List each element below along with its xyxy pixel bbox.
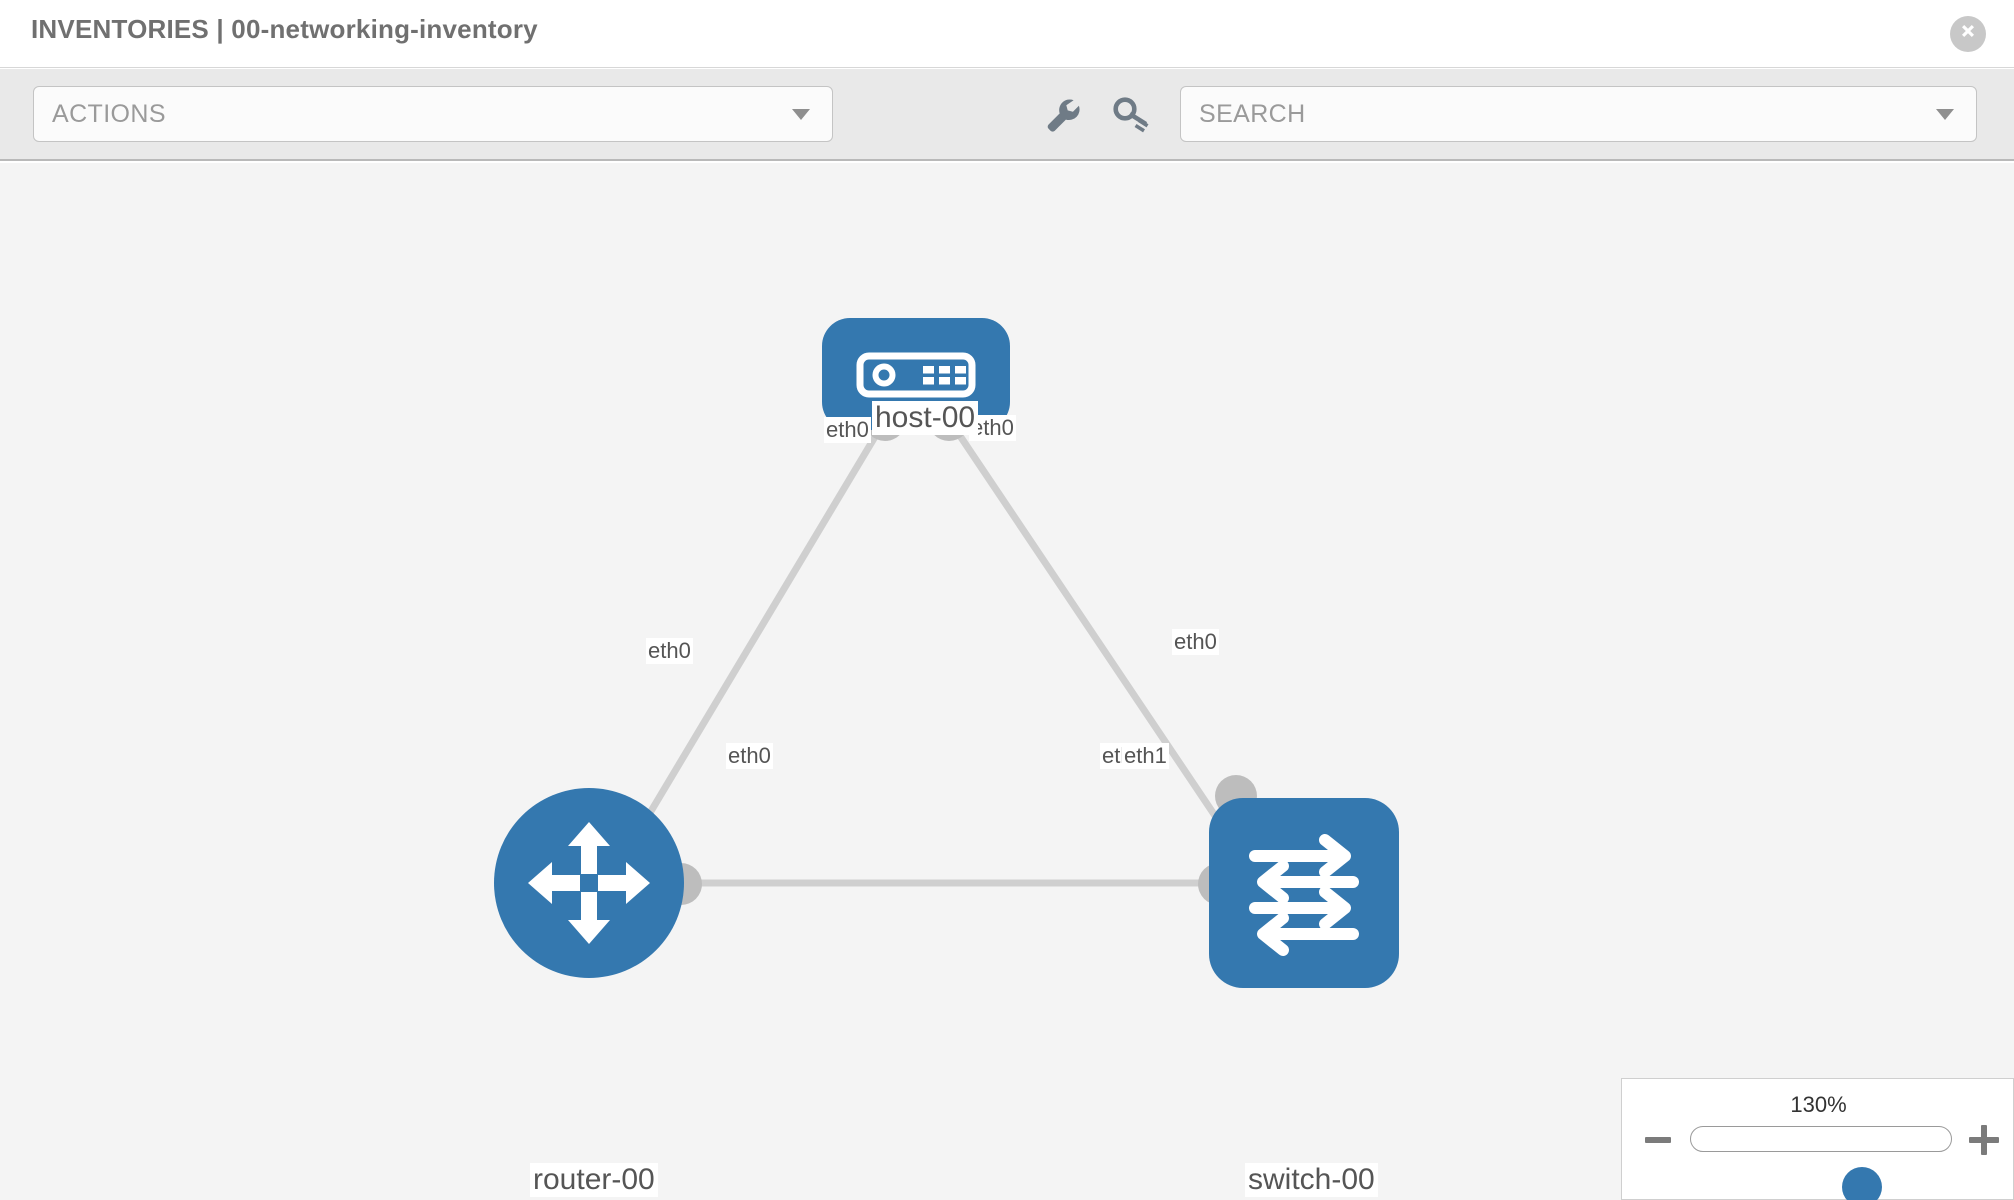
- actions-dropdown-label: ACTIONS: [52, 100, 166, 128]
- server-icon: [856, 352, 976, 398]
- router-arrows-icon: [528, 822, 650, 944]
- page-title: INVENTORIES | 00-networking-inventory: [31, 14, 538, 44]
- wrench-icon[interactable]: [1040, 92, 1084, 136]
- zoom-in-button[interactable]: [1969, 1125, 1999, 1155]
- topology-edges: [616, 413, 1243, 887]
- chevron-down-icon: [1936, 109, 1954, 120]
- topology-node-switch-00[interactable]: [1209, 798, 1399, 988]
- search-input[interactable]: SEARCH: [1180, 86, 1977, 142]
- port-label-switch-upper: eth0: [1172, 629, 1219, 655]
- node-label-router-00: router-00: [530, 1163, 658, 1197]
- zoom-slider-track[interactable]: [1690, 1126, 1952, 1200]
- actions-dropdown[interactable]: ACTIONS: [33, 86, 833, 142]
- edge-host-router[interactable]: [616, 413, 892, 865]
- zoom-out-button[interactable]: [1645, 1137, 1671, 1143]
- key-icon[interactable]: [1110, 92, 1154, 136]
- node-label-switch-00: switch-00: [1245, 1163, 1378, 1197]
- page-header: INVENTORIES | 00-networking-inventory: [0, 0, 2014, 68]
- port-label-host-left: eth0: [824, 417, 871, 443]
- zoom-control-panel: 130%: [1621, 1078, 2014, 1200]
- topology-node-router-00[interactable]: [494, 788, 684, 978]
- edge-host-switch[interactable]: [943, 413, 1243, 855]
- zoom-level-value: 130%: [1790, 1092, 1847, 1117]
- topology-canvas[interactable]: host-00 router-00 switch-00 eth0 eth0 et…: [0, 163, 2014, 1200]
- port-label-switch-left: eth1: [1122, 743, 1169, 769]
- port-label-router-upper: eth0: [646, 638, 693, 664]
- node-label-host-00: host-00: [872, 401, 979, 435]
- port-label-router-right: eth0: [726, 743, 773, 769]
- search-placeholder: SEARCH: [1199, 100, 1306, 128]
- chevron-down-icon: [792, 109, 810, 120]
- zoom-slider-thumb[interactable]: [1842, 1167, 1882, 1200]
- close-icon[interactable]: [1950, 16, 1986, 52]
- switch-arrows-icon: [1249, 834, 1359, 956]
